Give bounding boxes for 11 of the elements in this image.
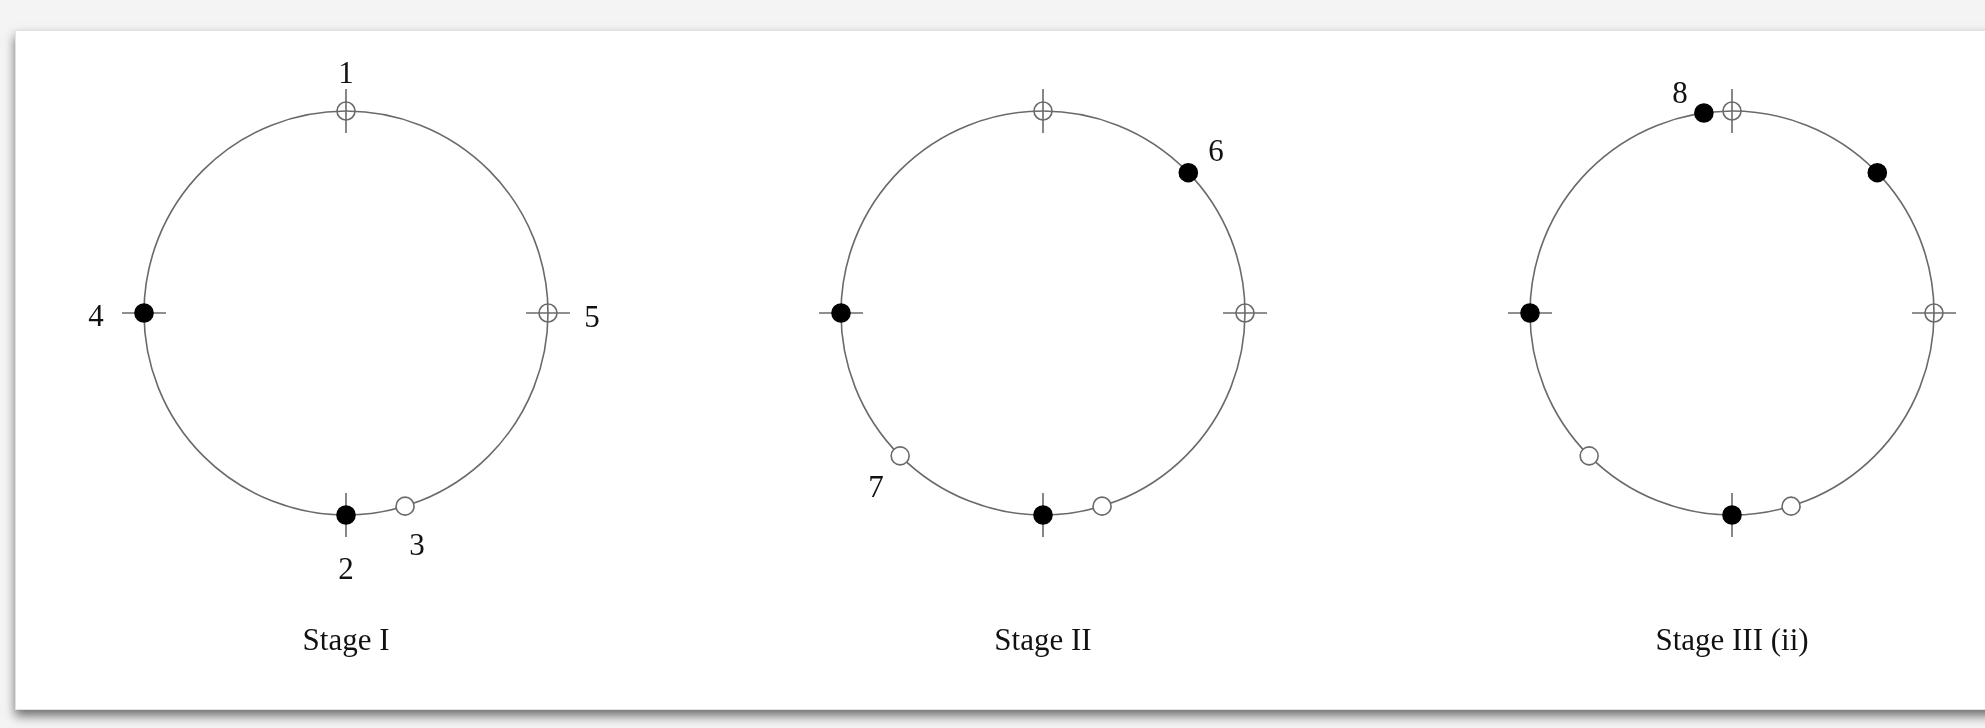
point-number: 4 (88, 299, 104, 331)
point-number: 2 (338, 552, 354, 584)
stage-caption: Stage II (994, 624, 1092, 655)
stage-caption: Stage III (ii) (1655, 624, 1809, 655)
point-number: 3 (409, 528, 425, 560)
point-number: 1 (338, 56, 354, 88)
point-number: 8 (1672, 76, 1688, 108)
point-number: 6 (1208, 134, 1224, 166)
stage-caption: Stage I (302, 624, 390, 655)
point-number: 7 (868, 470, 884, 502)
point-number: 5 (584, 300, 600, 332)
